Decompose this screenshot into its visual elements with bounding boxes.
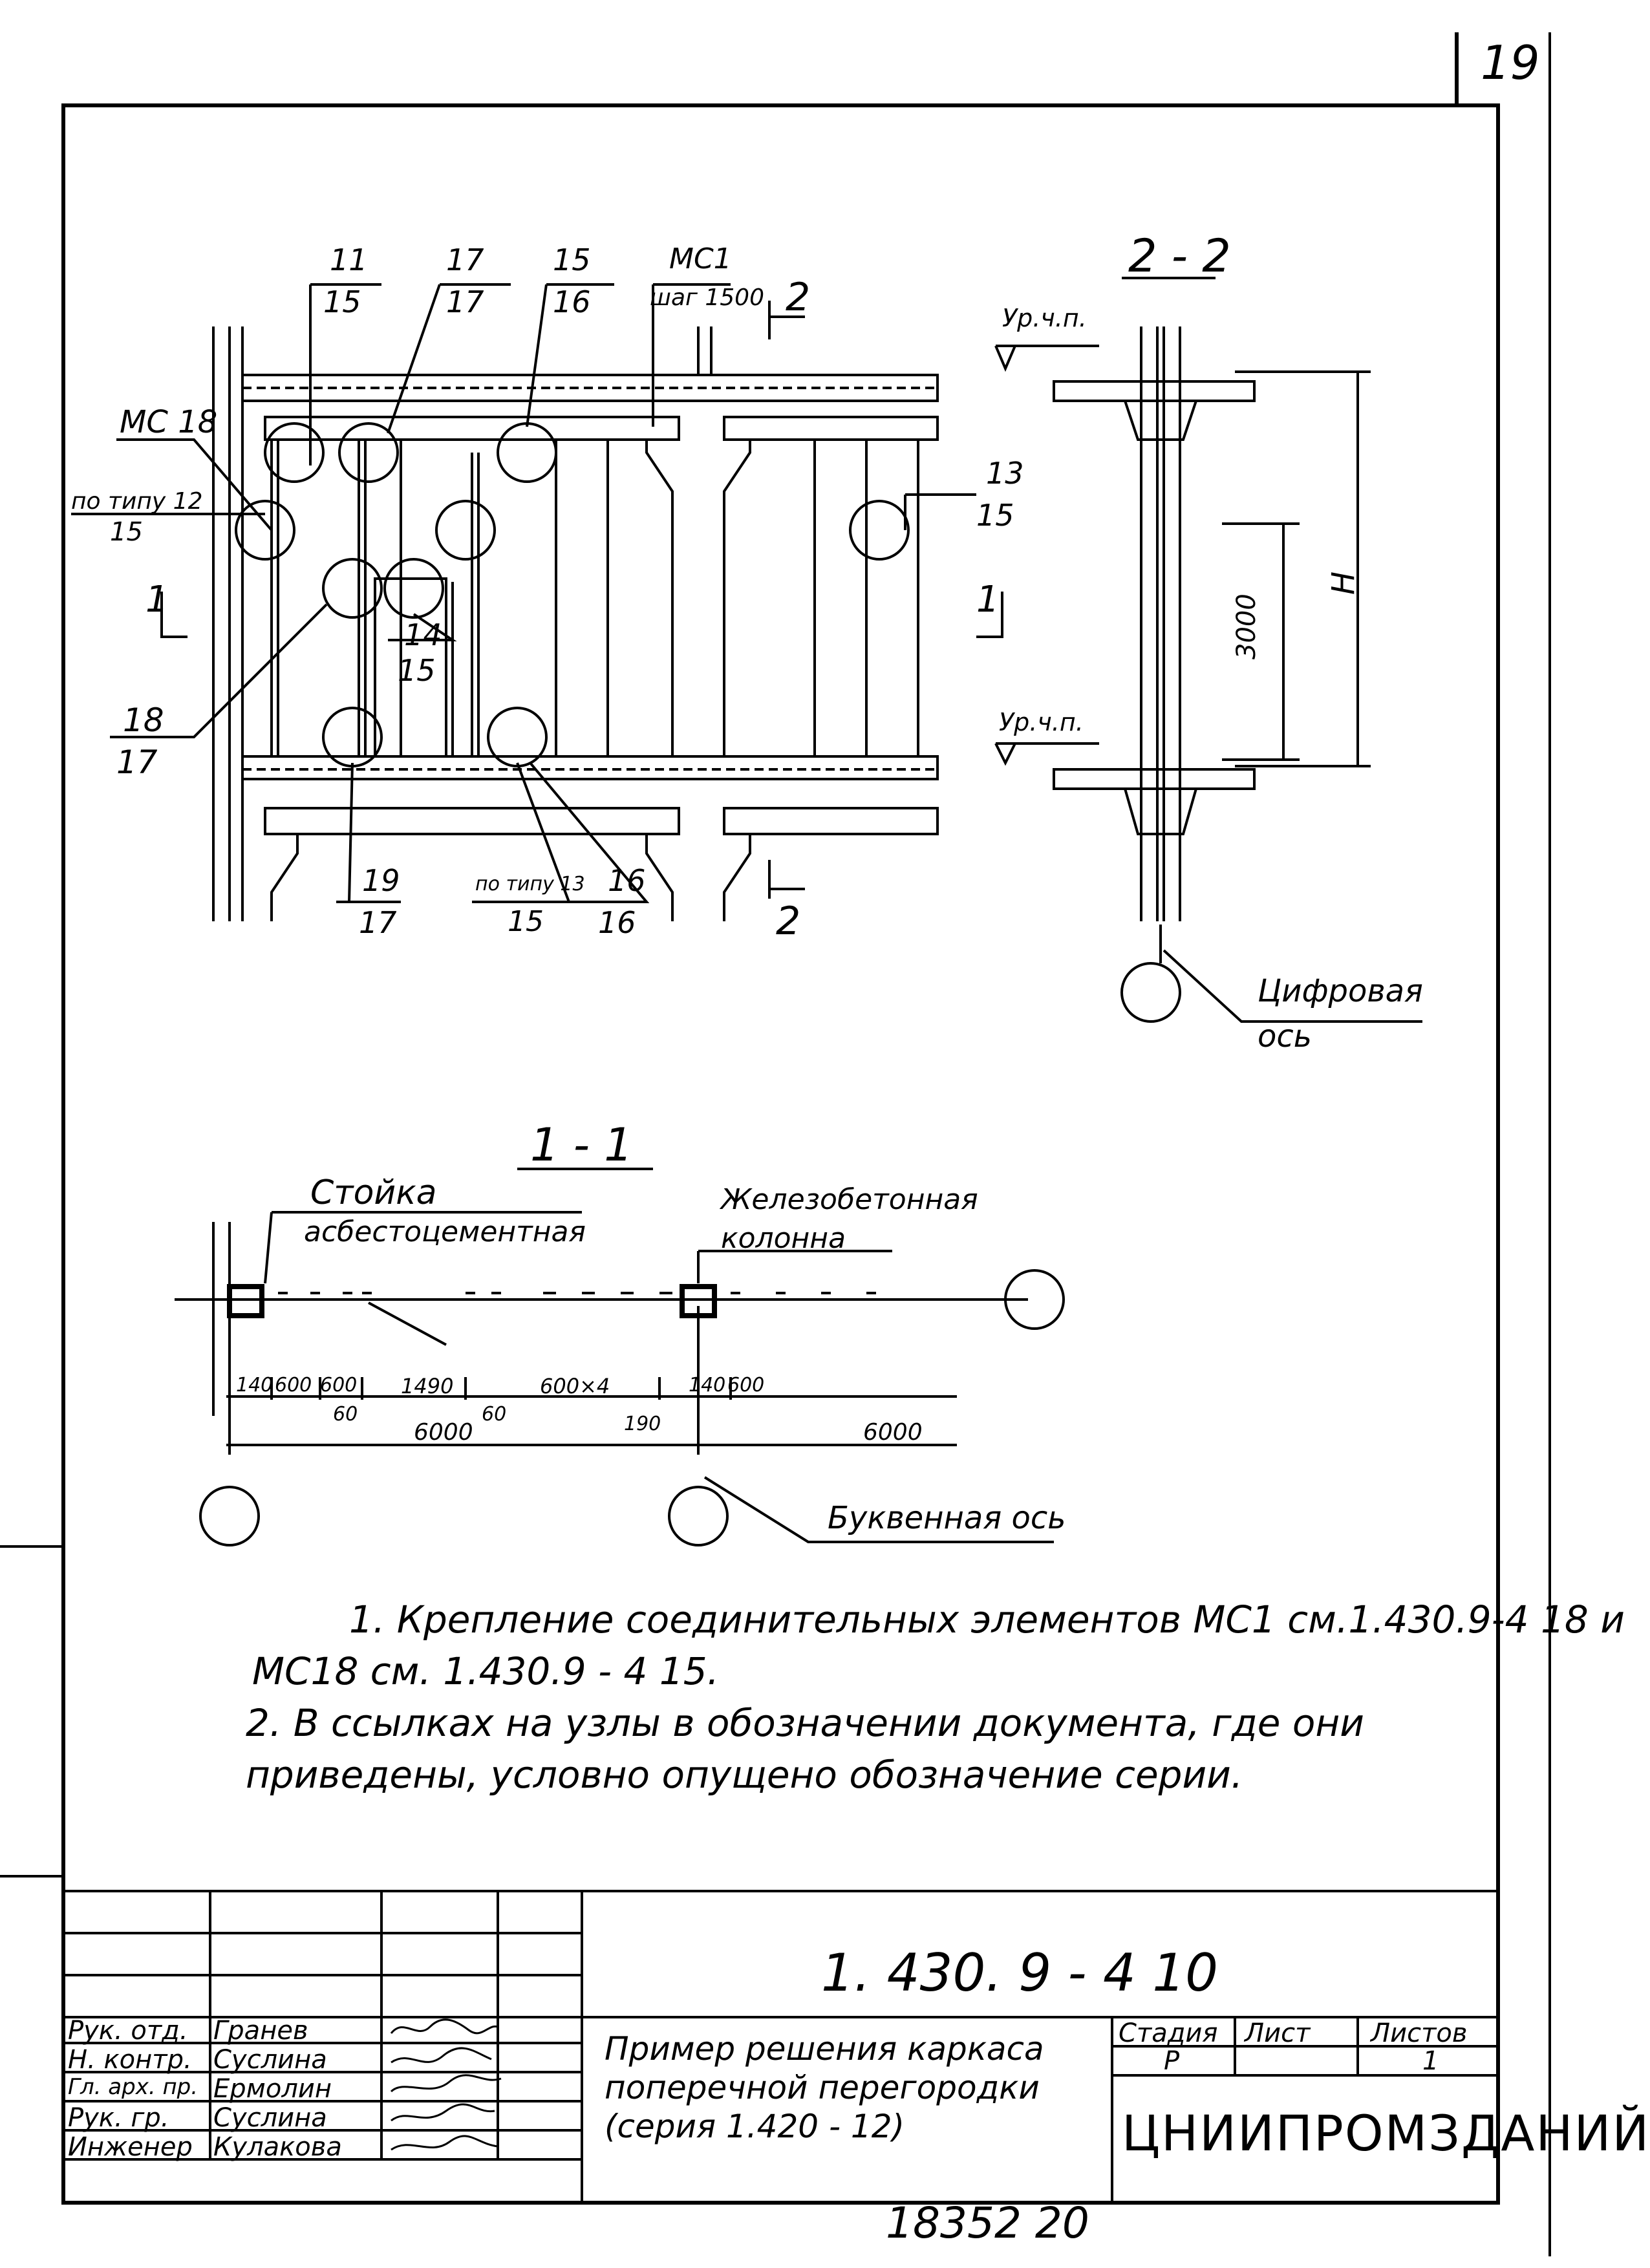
dim-6000-right: 6000 [863, 1419, 923, 1446]
callout-19-top: 19 [362, 863, 400, 898]
callout-17-bottom: 17 [446, 284, 484, 319]
callout-17-top: 17 [446, 242, 484, 277]
callout-15-bottom: 16 [553, 284, 591, 319]
dim-60-a: 60 [333, 1403, 358, 1426]
signature-5 [391, 2135, 498, 2151]
dim-600-b: 600 [320, 1374, 358, 1396]
callout-16-top: 16 [608, 863, 646, 898]
role-3: Гл. арх. пр. [68, 2074, 198, 2100]
page-number: 19 [1481, 36, 1540, 90]
section-2-2 [994, 277, 1422, 1023]
section-2-2-title: 2 - 2 [1128, 230, 1231, 283]
callout-13-top: 13 [986, 456, 1024, 491]
note-line-2: МС18 см. 1.430.9 - 4 15. [252, 1649, 720, 1693]
dim-600-c: 600 [727, 1374, 765, 1396]
dim-190: 190 [624, 1413, 661, 1435]
note-line-4: приведены, условно опущено обозначение с… [246, 1753, 1243, 1797]
dim-6000-left: 6000 [414, 1419, 473, 1446]
title-line-2: поперечной перегородки [605, 2069, 1040, 2106]
document-designation: 1. 430. 9 - 4 10 [821, 1943, 1219, 2003]
bottom-code: 18352 20 [886, 2198, 1089, 2248]
callout-type13-top: по типу 13 [475, 873, 585, 895]
plan-view [71, 283, 1003, 921]
title-line-3: (серия 1.420 - 12) [605, 2108, 905, 2145]
name-1: Гранев [213, 2016, 308, 2046]
note-line-1: 1. Крепление соединительных элементов МС… [349, 1598, 1625, 1642]
page-number-divider [1455, 32, 1459, 103]
dim-140-right: 140 [689, 1374, 726, 1396]
callout-type12-top: по типу 12 [71, 488, 203, 515]
level-bottom-label: Ур.ч.п. [999, 708, 1084, 736]
callout-18-bottom: 17 [116, 744, 158, 781]
level-top-label: Ур.ч.п. [1002, 304, 1087, 332]
sheets-value: 1 [1422, 2046, 1439, 2076]
callout-type12-bottom: 15 [110, 517, 143, 547]
right-margin-line [1548, 32, 1551, 2256]
column-label-1: Железобетонная [721, 1183, 978, 1216]
callout-15-top: 15 [553, 242, 591, 277]
signatures [390, 2018, 502, 2151]
dim-h-label: Н [1325, 571, 1362, 595]
callout-11-bottom: 15 [323, 284, 361, 319]
drawing-svg [61, 277, 1500, 2205]
name-4: Суслина [213, 2103, 327, 2133]
title-block-lines [61, 1890, 1500, 2205]
stoika-label-1: Стойка [310, 1173, 437, 1212]
dim-1490: 1490 [401, 1374, 454, 1398]
callout-11-top: 11 [330, 242, 368, 277]
letter-axis-label: Буквенная ось [828, 1500, 1066, 1536]
name-5: Кулакова [213, 2132, 342, 2162]
name-2: Суслина [213, 2045, 327, 2075]
dim-60-b: 60 [482, 1403, 507, 1426]
dim-600x4: 600×4 [540, 1374, 610, 1398]
role-4: Рук. гр. [68, 2103, 169, 2133]
dim-600-a: 600 [275, 1374, 312, 1396]
dim-140-left: 140 [236, 1374, 273, 1396]
signature-2 [391, 2047, 492, 2064]
sheets-header: Листов [1371, 2018, 1468, 2048]
signature-3 [390, 2074, 502, 2093]
section-marker-2-bottom: 2 [776, 899, 801, 944]
callout-18-top: 18 [123, 701, 164, 739]
callout-13-bottom: 15 [976, 498, 1014, 533]
section-1-1 [175, 1168, 1065, 1546]
role-2: Н. контр. [68, 2045, 192, 2075]
mc18-label: МС 18 [120, 404, 218, 440]
stage-value: Р [1164, 2046, 1180, 2076]
section-1-1-title: 1 - 1 [530, 1118, 633, 1171]
dim-3000-label: 3000 [1232, 594, 1261, 659]
callout-14-bottom: 15 [398, 653, 436, 688]
organization-name: ЦНИИПРОМЗДАНИЙ [1122, 2104, 1650, 2162]
name-3: Ермолин [213, 2074, 332, 2104]
left-margin-tick-1 [0, 1545, 65, 1548]
signature-1 [390, 2018, 498, 2035]
digital-axis-label-2: ось [1258, 1018, 1312, 1054]
column-label-2: колонна [721, 1222, 846, 1255]
digital-axis-label-1: Цифровая [1258, 973, 1423, 1009]
drawing-frame [61, 103, 1500, 2205]
title-line-1: Пример решения каркаса [605, 2030, 1044, 2068]
role-5: Инженер [68, 2132, 193, 2162]
callout-mc1-top: МС1 [669, 242, 732, 275]
section-marker-1-right: 1 [976, 579, 1000, 621]
section-marker-2-top: 2 [786, 275, 811, 320]
section-marker-1-left: 1 [145, 579, 169, 621]
sheet-header: Лист [1245, 2018, 1311, 2048]
stoika-label-2: асбестоцементная [304, 1215, 586, 1248]
callout-19-bottom: 17 [359, 905, 397, 940]
note-line-3: 2. В ссылках на узлы в обозначении докум… [246, 1701, 1365, 1745]
signature-4 [391, 2103, 495, 2122]
callout-mc1-bottom: шаг 1500 [650, 284, 764, 311]
callout-14-top: 14 [404, 617, 442, 652]
stage-header: Стадия [1119, 2018, 1218, 2048]
callout-type13-bottom: 15 [508, 905, 544, 938]
role-1: Рук. отд. [68, 2016, 188, 2046]
callout-16-bottom: 16 [598, 905, 636, 940]
left-margin-tick-2 [0, 1875, 65, 1878]
